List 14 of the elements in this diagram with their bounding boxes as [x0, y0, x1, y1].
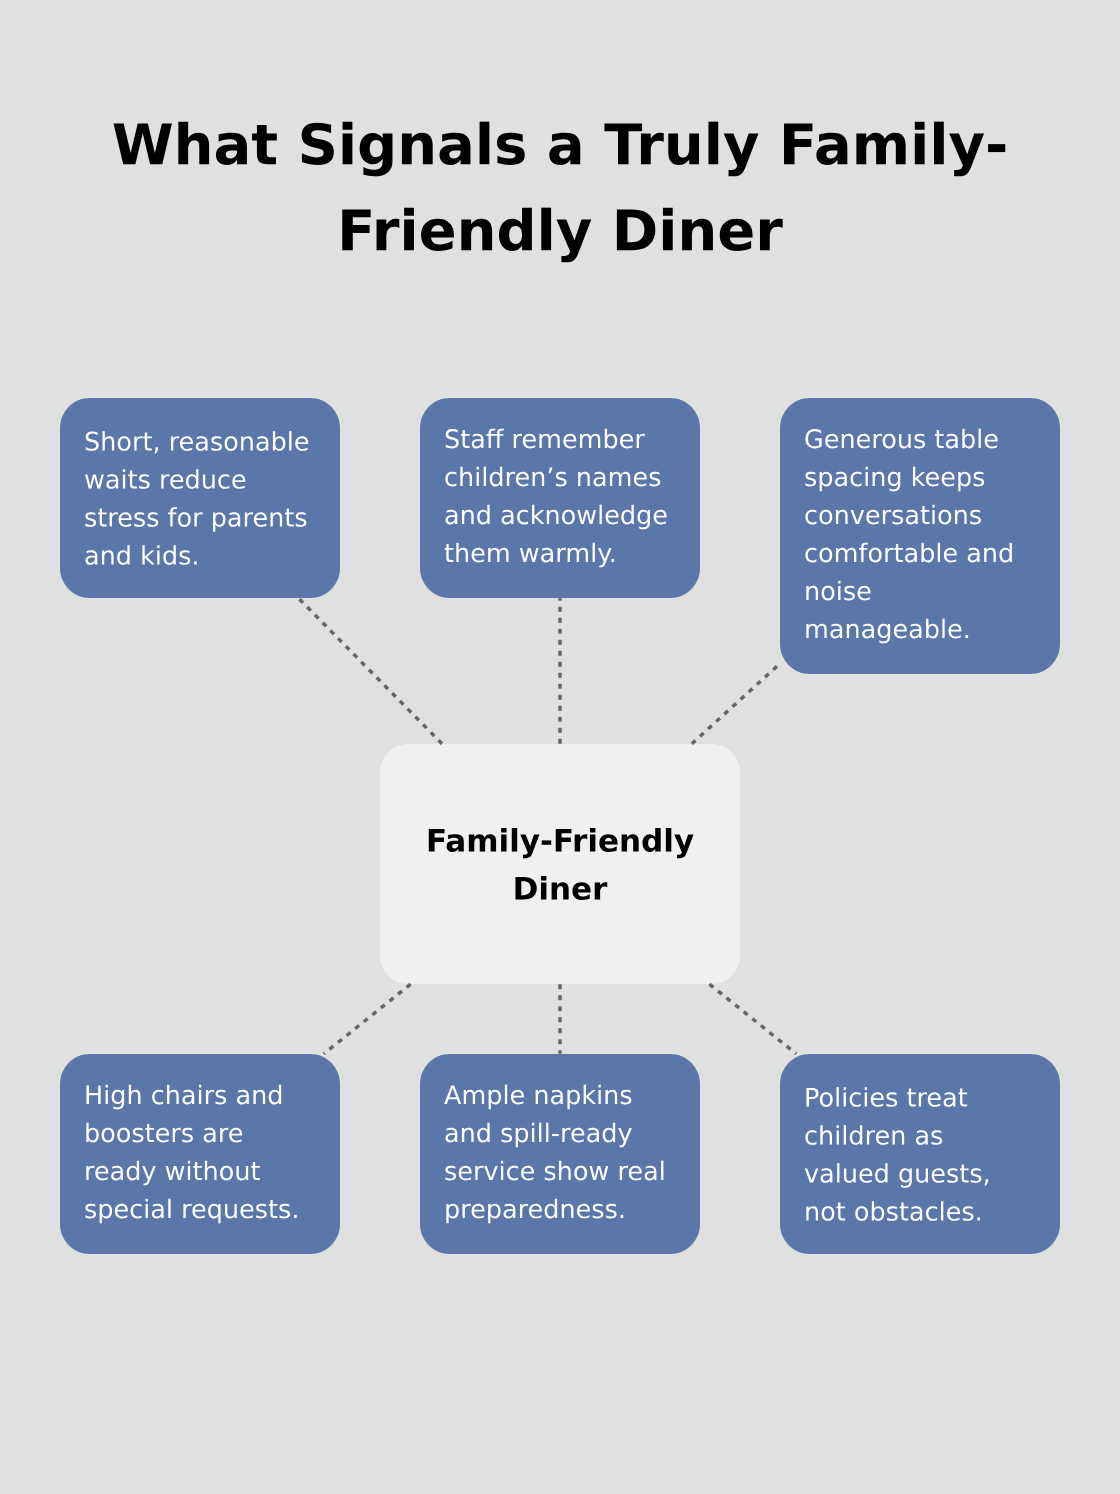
connector-line	[690, 662, 781, 746]
title: What Signals a Truly Family-Friendly Diner	[113, 121, 1006, 263]
info-box: Policies treat children as valued guests, not obstacles.	[780, 1054, 1060, 1254]
info-box: Generous table spacing keeps conversations comfortable and noise manageable.	[780, 398, 1060, 674]
connector-line	[708, 982, 798, 1056]
info-box: High chairs and boosters are ready without special requests.	[60, 1054, 340, 1254]
info-box: Short, reasonable waits reduce stress for parents and kids.	[60, 398, 340, 598]
connector-line	[322, 982, 412, 1056]
connector-line	[558, 598, 562, 744]
info-box: Ample napkins and spill-ready service show real preparedness.	[420, 1054, 700, 1254]
central-box: Family-Friendly Diner	[380, 744, 740, 984]
info-box: Staff remember children’s names and acknowledge them warmly.	[420, 398, 700, 598]
connector-line	[558, 984, 562, 1054]
connector-line	[297, 596, 444, 745]
